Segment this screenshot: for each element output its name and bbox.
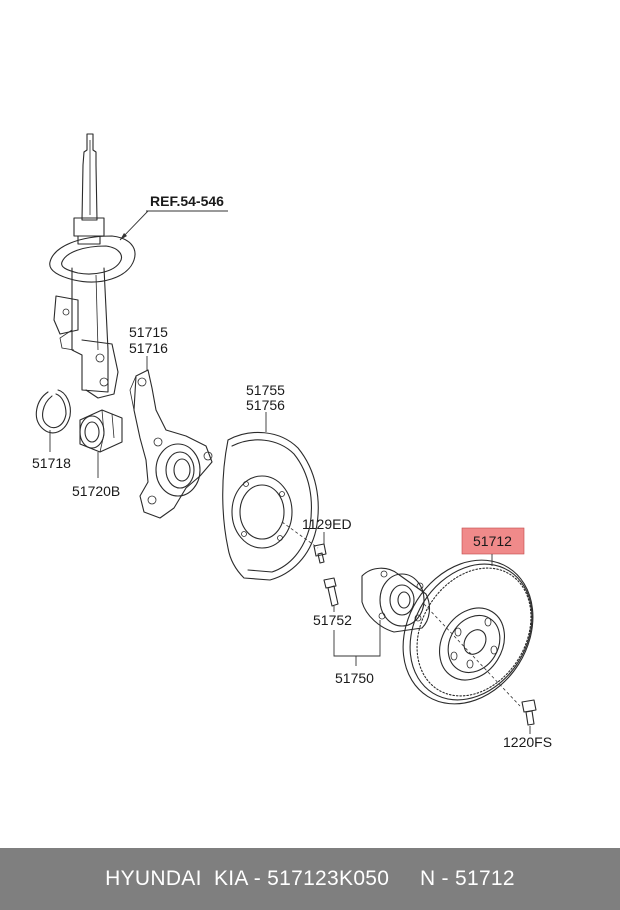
snap-ring: [35, 389, 71, 434]
label-51750: 51750: [335, 670, 374, 686]
wheel-hub: [361, 567, 431, 633]
label-51716: 51716: [129, 340, 168, 356]
label-51718: 51718: [32, 455, 71, 471]
brake-disc: [402, 559, 534, 705]
shield-bolt: [313, 543, 327, 564]
ref-label: REF.54-546: [150, 193, 224, 209]
disc-screw: [521, 699, 537, 726]
label-1129ed: 1129ED: [302, 516, 352, 532]
wheel-bearing: [79, 409, 123, 453]
footer-bar: HYUNDAI KIA - 517123K050 N - 51712: [0, 848, 620, 910]
label-51756: 51756: [246, 397, 285, 413]
label-51755: 51755: [246, 382, 285, 398]
steering-knuckle: [129, 369, 213, 519]
highlight-box-51712: [461, 527, 525, 555]
label-1220fs: 1220FS: [503, 734, 552, 750]
footer-brand: HYUNDAI KIA - 517123K050: [105, 867, 390, 890]
wheel-stud: [323, 577, 339, 607]
label-51752: 51752: [313, 612, 352, 628]
strut-assembly: [49, 133, 136, 399]
label-51715: 51715: [129, 324, 168, 340]
parts-diagram: REF.54-546 51718 51720B 51715 51716: [32, 133, 552, 750]
label-51712: 51712: [473, 533, 512, 549]
footer-number: N - 51712: [419, 867, 515, 890]
ref-callout: REF.54-546: [119, 193, 228, 241]
label-51720b: 51720B: [72, 483, 120, 499]
dust-shield: [222, 431, 319, 581]
